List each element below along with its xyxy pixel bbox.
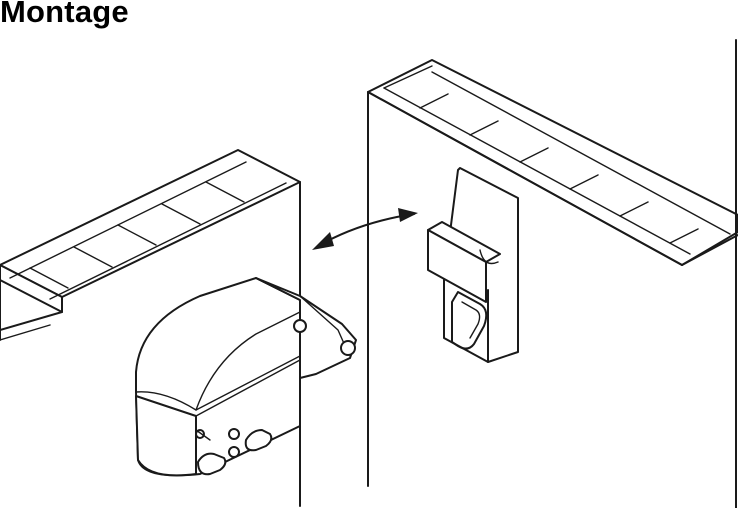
swing-arrow	[312, 208, 418, 250]
right-cabinet-door	[367, 39, 738, 508]
push-latch	[135, 277, 357, 477]
page-title: Montage	[0, 0, 129, 29]
left-cabinet-panel	[0, 149, 301, 507]
catch-plate	[427, 167, 519, 363]
